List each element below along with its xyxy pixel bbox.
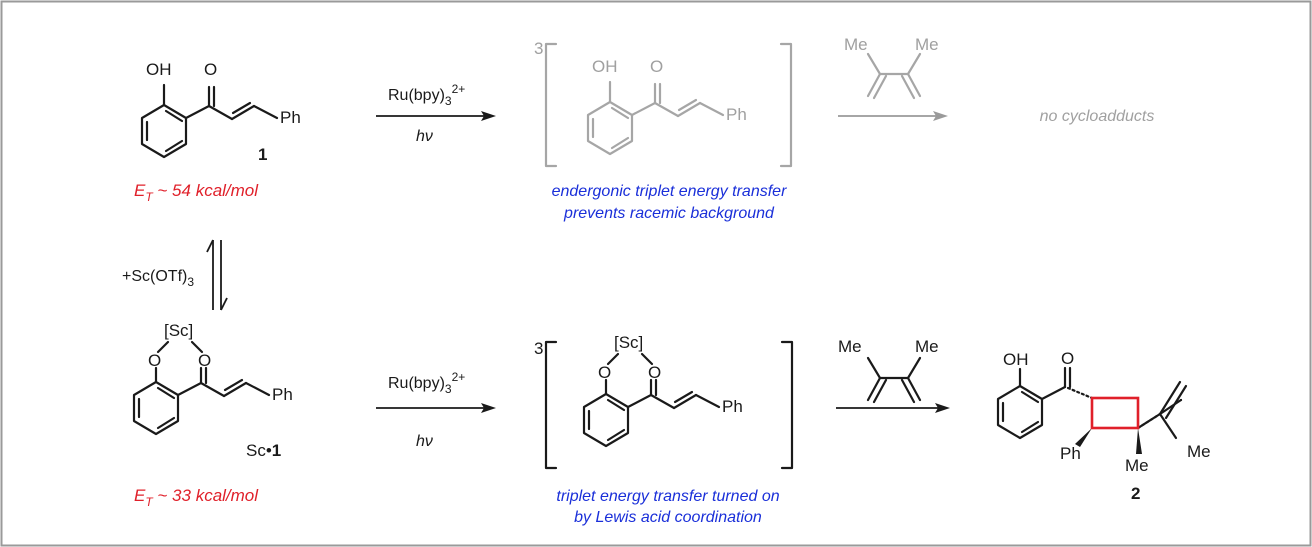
bottom-diene-me-right: Me [915, 337, 939, 356]
bottom-triplet-superscript: 3 [534, 339, 543, 358]
top-light-label: hν [416, 128, 433, 145]
bottom-diene-arrowhead [935, 403, 950, 413]
energy-free-substrate: ET ~ 54 kcal/mol [134, 181, 259, 204]
energy-sc-complex: ET ~ 33 kcal/mol [134, 486, 259, 509]
bottom-diene-me-left: Me [838, 337, 862, 356]
top-left-bracket [544, 42, 558, 168]
product-carbonyl-oxygen: O [1061, 349, 1074, 368]
bottom-arrowhead [481, 403, 496, 413]
product-hydroxyl-label: OH [1003, 350, 1029, 369]
product-isopropenyl-methyl: Me [1187, 442, 1211, 461]
product-2-structure: OH O Ph Me Me [996, 349, 1211, 475]
bottom-catalyst-label: Ru(bpy)32+ [388, 370, 465, 396]
bottom-left-bracket [544, 340, 558, 470]
bottom-light-label: hν [416, 433, 433, 450]
product-methyl-label: Me [1125, 456, 1149, 475]
bottom-note-line2: by Lewis acid coordination [574, 509, 762, 526]
compound-1-label: 1 [258, 145, 267, 164]
top-note-line1: endergonic triplet energy transfer [552, 183, 787, 200]
top-carbonyl-oxygen-label: O [650, 57, 663, 76]
top-triplet-structure: OH O Ph [586, 57, 747, 156]
top-arrowhead [481, 111, 496, 121]
sc-phenolate-oxygen: O [148, 351, 161, 370]
equilibrium-arrows [206, 239, 228, 311]
cyclobutane-ring [1090, 396, 1140, 430]
bottom-note-line1: triplet energy transfer turned on [556, 488, 779, 505]
bottom-carbonyl-oxygen: O [648, 363, 661, 382]
bottom-right-bracket [780, 340, 794, 470]
sc-label: [Sc] [164, 321, 193, 340]
lewis-acid-label: +Sc(OTf)3 [122, 268, 194, 289]
top-note-line2: prevents racemic background [563, 205, 775, 222]
sc-carbonyl-oxygen: O [198, 351, 211, 370]
top-triplet-superscript: 3 [534, 39, 543, 58]
top-hydroxyl-label: OH [592, 57, 618, 76]
top-right-bracket [779, 42, 793, 168]
carbonyl-oxygen-label: O [204, 60, 217, 79]
top-result-note: no cycloadducts [1040, 108, 1155, 125]
top-diene-arrowhead [933, 111, 948, 121]
compound-1-structure: OH O Ph [140, 60, 301, 159]
top-diene-me-left: Me [844, 35, 868, 54]
top-phenyl-label: Ph [726, 105, 747, 124]
bottom-phenyl-label: Ph [722, 397, 743, 416]
sc-phenyl-label: Ph [272, 385, 293, 404]
bottom-phenolate-oxygen: O [598, 363, 611, 382]
top-diene-structure: Me Me [844, 35, 939, 100]
bottom-sc-label: [Sc] [614, 333, 643, 352]
hydroxyl-label: OH [146, 60, 172, 79]
product-phenyl-label: Ph [1060, 444, 1081, 463]
sc-complex-structure: [Sc] O O Ph [132, 321, 293, 436]
sc-complex-label: Sc•1 [246, 441, 281, 460]
bottom-triplet-structure: [Sc] O O Ph [582, 333, 743, 448]
top-diene-me-right: Me [915, 35, 939, 54]
top-catalyst-label: Ru(bpy)32+ [388, 82, 465, 108]
product-2-label: 2 [1131, 484, 1140, 503]
phenyl-label: Ph [280, 108, 301, 127]
bottom-diene-structure: Me Me [838, 337, 939, 404]
